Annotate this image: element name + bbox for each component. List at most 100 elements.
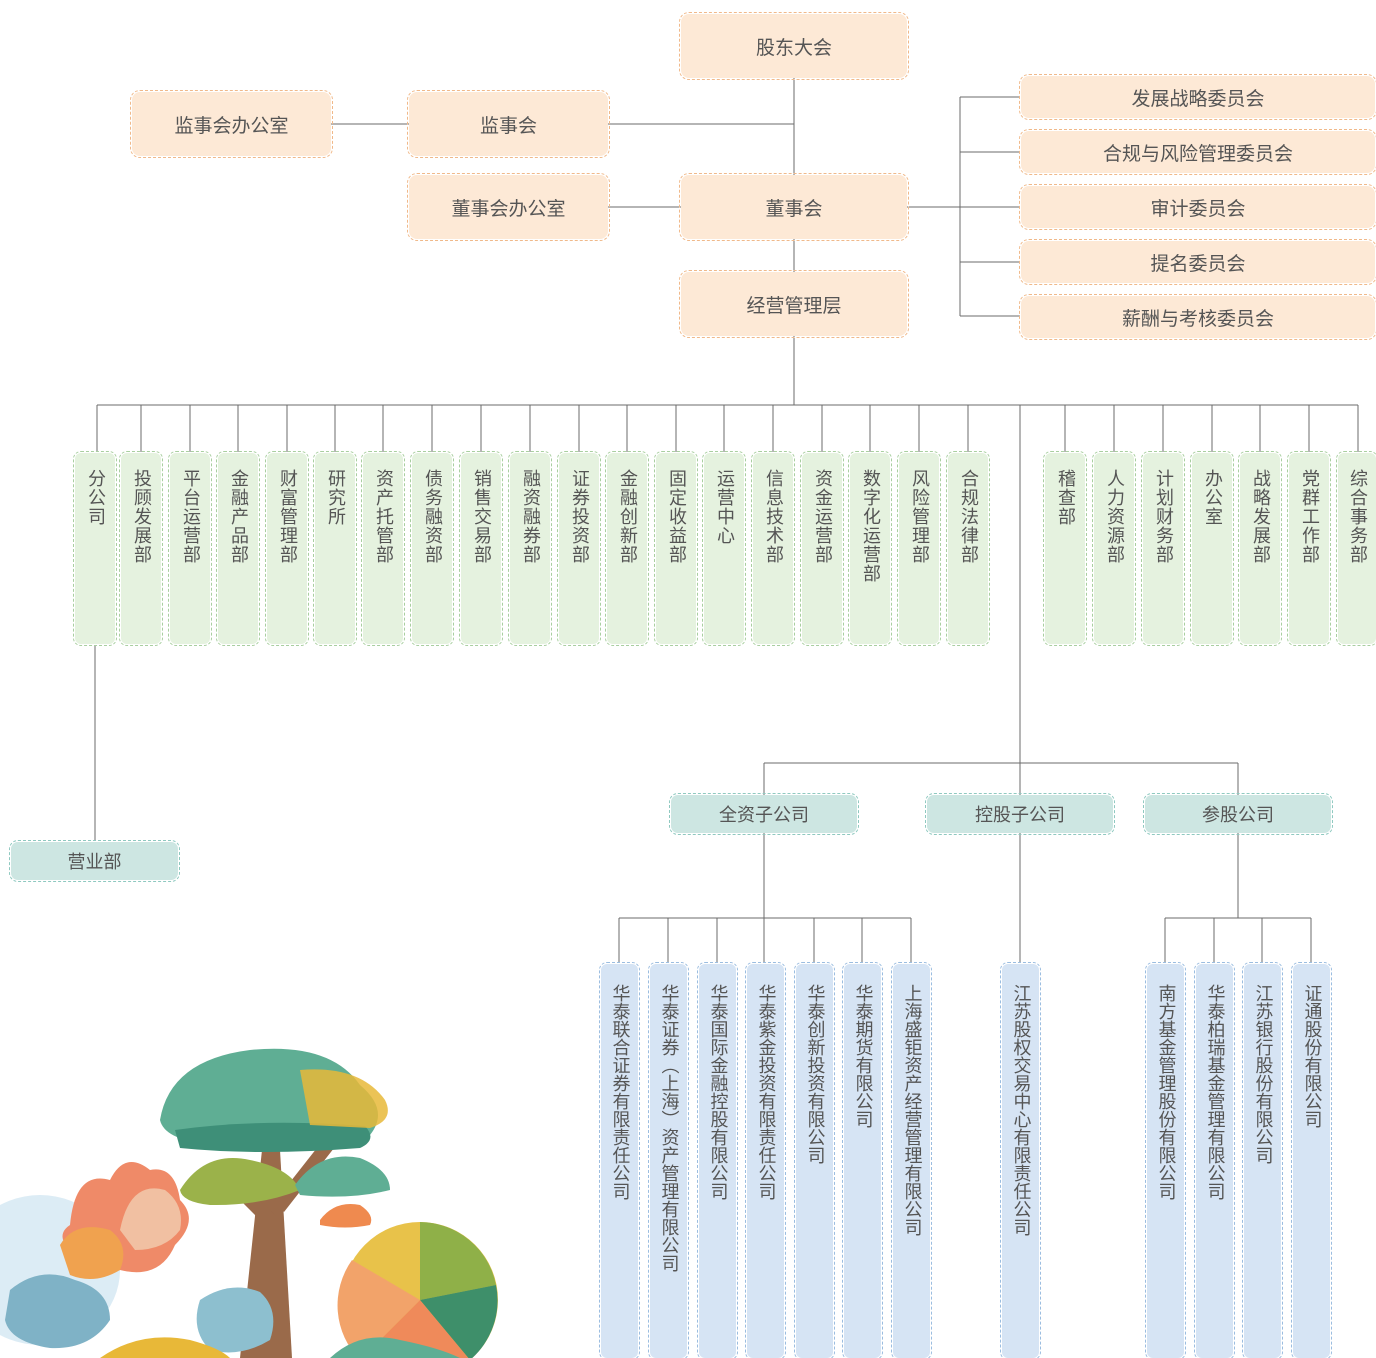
subsidiary-box: 华泰紫金投资有限责任公司 [745,962,786,1358]
department-box: 运营中心 [702,451,746,646]
wholly-owned-label: 全资子公司 [719,805,809,826]
department-label: 融资融券部 [520,469,541,564]
department-label: 金融产品部 [228,469,249,564]
subsidiary-label: 华泰期货有限公司 [852,984,874,1128]
department-box: 资金运营部 [800,451,844,646]
department-label: 财富管理部 [277,469,298,564]
supervisory-board-label: 监事会 [479,114,537,137]
committee-label: 合规与风险管理委员会 [1102,142,1293,165]
committee-label: 提名委员会 [1150,252,1246,275]
support-department-box: 稽查部 [1043,451,1087,646]
department-label: 资产托管部 [373,469,394,564]
department-label: 合规法律部 [958,469,979,564]
department-box: 金融创新部 [605,451,649,646]
support-department-label: 办公室 [1202,469,1223,526]
participating-companies-box: 参股公司 [1143,793,1333,835]
department-label: 分公司 [85,469,106,526]
participating-company-box: 华泰柏瑞基金管理有限公司 [1194,962,1235,1358]
department-label: 固定收益部 [666,469,687,564]
department-box: 分公司 [73,451,117,646]
department-label: 证券投资部 [569,469,590,564]
department-box: 金融产品部 [216,451,260,646]
support-department-label: 人力资源部 [1104,469,1125,564]
department-label: 风险管理部 [909,469,930,564]
department-label: 销售交易部 [471,469,492,564]
committee-label: 薪酬与考核委员会 [1121,307,1274,330]
support-department-label: 党群工作部 [1299,469,1320,564]
department-box: 债务融资部 [410,451,454,646]
department-box: 销售交易部 [459,451,503,646]
committee-audit: 审计委员会 [1019,184,1376,230]
subsidiary-box: 华泰期货有限公司 [842,962,883,1358]
department-label: 数字化运营部 [860,469,881,583]
department-label: 投顾发展部 [131,469,152,564]
participating-company-box: 南方基金管理股份有限公司 [1145,962,1186,1358]
department-box: 投顾发展部 [119,451,163,646]
board-office-label: 董事会办公室 [451,197,566,220]
participating-company-box: 证通股份有限公司 [1291,962,1332,1358]
department-label: 债务融资部 [422,469,443,564]
support-department-label: 计划财务部 [1153,469,1174,564]
department-box: 数字化运营部 [848,451,892,646]
subsidiary-label: 华泰国际金融控股有限公司 [707,984,729,1200]
subsidiary-label: 华泰联合证券有限责任公司 [609,984,631,1200]
committee-nomination: 提名委员会 [1019,239,1376,285]
support-department-box: 综合事务部 [1336,451,1376,646]
department-box: 资产托管部 [361,451,405,646]
support-department-box: 战略发展部 [1238,451,1282,646]
subsidiary-label: 华泰紫金投资有限责任公司 [755,984,777,1200]
department-box: 证券投资部 [557,451,601,646]
holding-subsidiary-box: 江苏股权交易中心有限责任公司 [1000,962,1041,1358]
sales-office-box: 营业部 [9,840,180,882]
support-department-box: 党群工作部 [1287,451,1331,646]
support-department-label: 战略发展部 [1250,469,1271,564]
supervisory-board-box: 监事会 [407,90,610,158]
committee-strategy: 发展战略委员会 [1019,74,1376,120]
department-label: 平台运营部 [180,469,201,564]
committee-compliance-risk: 合规与风险管理委员会 [1019,129,1376,175]
shareholders-meeting-label: 股东大会 [755,36,832,59]
department-label: 资金运营部 [812,469,833,564]
holding-label: 控股子公司 [975,805,1065,826]
support-department-label: 稽查部 [1055,469,1076,526]
department-box: 合规法律部 [946,451,990,646]
subsidiary-box: 华泰国际金融控股有限公司 [697,962,738,1358]
holding-subsidiary-label: 江苏股权交易中心有限责任公司 [1010,984,1032,1236]
department-label: 信息技术部 [763,469,784,564]
department-box: 风险管理部 [897,451,941,646]
department-box: 平台运营部 [168,451,212,646]
subsidiary-box: 华泰创新投资有限公司 [794,962,835,1358]
subsidiary-label: 上海盛钜资产经营管理有限公司 [901,984,923,1236]
committee-label: 发展战略委员会 [1131,87,1265,110]
support-department-box: 计划财务部 [1141,451,1185,646]
participating-company-label: 华泰柏瑞基金管理有限公司 [1204,984,1226,1200]
committee-remuneration: 薪酬与考核委员会 [1019,294,1376,340]
management-box: 经营管理层 [679,270,909,338]
support-department-box: 人力资源部 [1092,451,1136,646]
wholly-owned-subsidiaries-box: 全资子公司 [669,793,859,835]
department-label: 研究所 [325,469,346,526]
participating-label: 参股公司 [1202,805,1274,826]
department-box: 研究所 [313,451,357,646]
subsidiary-box: 华泰证券（上海）资产管理有限公司 [648,962,689,1358]
subsidiary-box: 上海盛钜资产经营管理有限公司 [891,962,932,1358]
subsidiary-box: 华泰联合证券有限责任公司 [599,962,640,1358]
participating-company-label: 江苏银行股份有限公司 [1252,984,1274,1164]
subsidiary-label: 华泰创新投资有限公司 [804,984,826,1164]
tree-illustration [0,1048,498,1358]
participating-company-label: 南方基金管理股份有限公司 [1155,984,1177,1200]
department-label: 金融创新部 [617,469,638,564]
holding-subsidiaries-box: 控股子公司 [925,793,1115,835]
board-label: 董事会 [765,197,823,220]
participating-company-label: 证通股份有限公司 [1301,984,1323,1128]
board-office-box: 董事会办公室 [407,173,610,241]
department-box: 融资融券部 [508,451,552,646]
subsidiary-label: 华泰证券（上海）资产管理有限公司 [658,984,680,1272]
management-label: 经营管理层 [746,294,842,317]
supervisory-office-box: 监事会办公室 [130,90,333,158]
department-box: 财富管理部 [265,451,309,646]
participating-company-box: 江苏银行股份有限公司 [1242,962,1283,1358]
sales-office-label: 营业部 [67,852,122,873]
